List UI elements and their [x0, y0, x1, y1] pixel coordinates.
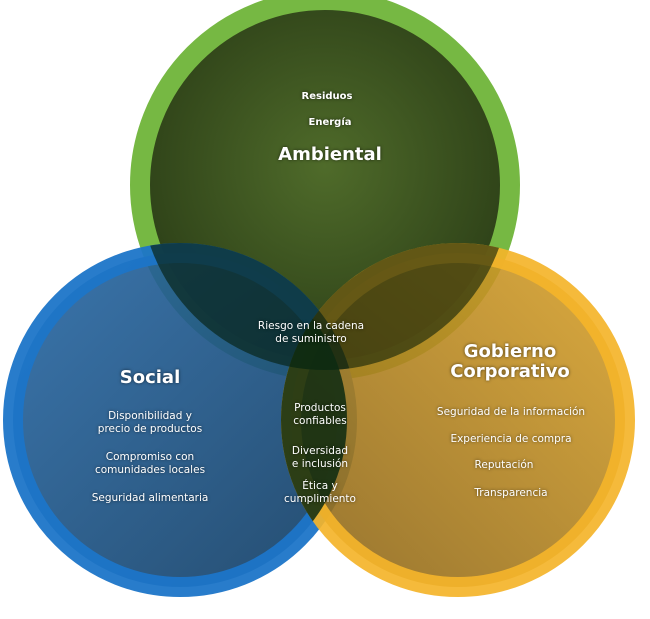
gobierno-title: Gobierno Corporativo	[450, 341, 570, 382]
ambiental-item: Residuos	[301, 91, 353, 102]
social-item: Compromiso con comunidades locales	[94, 451, 206, 476]
ambiental-item: Energía	[308, 117, 352, 128]
social-item: Seguridad alimentaria	[91, 492, 209, 504]
overlap-item: Ética y cumplimiento	[284, 480, 356, 505]
gobierno-item: Experiencia de compra	[450, 433, 572, 445]
ambiental-title: Ambiental	[278, 144, 382, 165]
overlap-all-text: Riesgo en la cadena de suministro	[257, 320, 365, 345]
overlap-item: Diversidad e inclusión	[291, 445, 349, 470]
overlap-item: Productos confiables	[293, 402, 347, 427]
gobierno-item: Transparencia	[474, 487, 548, 499]
social-title: Social	[119, 367, 181, 388]
gobierno-item: Reputación	[474, 459, 534, 471]
social-item: Disponibilidad y precio de productos	[97, 410, 203, 435]
gobierno-item: Seguridad de la información	[436, 406, 586, 418]
